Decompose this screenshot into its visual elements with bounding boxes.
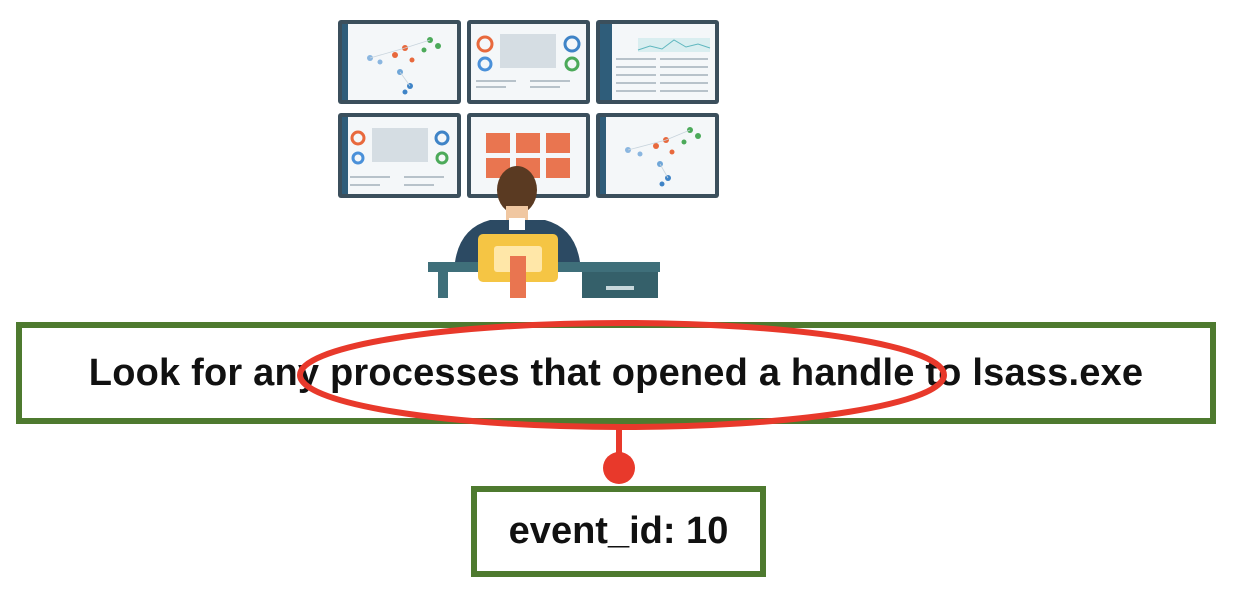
- security-analyst-illustration: [338, 20, 719, 298]
- monitor-dashboard-icon: [338, 113, 461, 198]
- query-text: Look for any processes that opened a han…: [88, 351, 1144, 394]
- event-id-text: event_id: 10: [508, 510, 729, 552]
- chair: [478, 234, 558, 298]
- monitor-dashboard-icon: [467, 20, 590, 104]
- monitor-dashboard-icon: [596, 20, 719, 104]
- connector-dot: [603, 452, 635, 484]
- monitor-dashboard-icon: [338, 20, 461, 104]
- monitor-dashboard-icon: [596, 113, 719, 198]
- query-box: Look for any processes that opened a han…: [16, 322, 1216, 424]
- event-id-box: event_id: 10: [471, 486, 766, 577]
